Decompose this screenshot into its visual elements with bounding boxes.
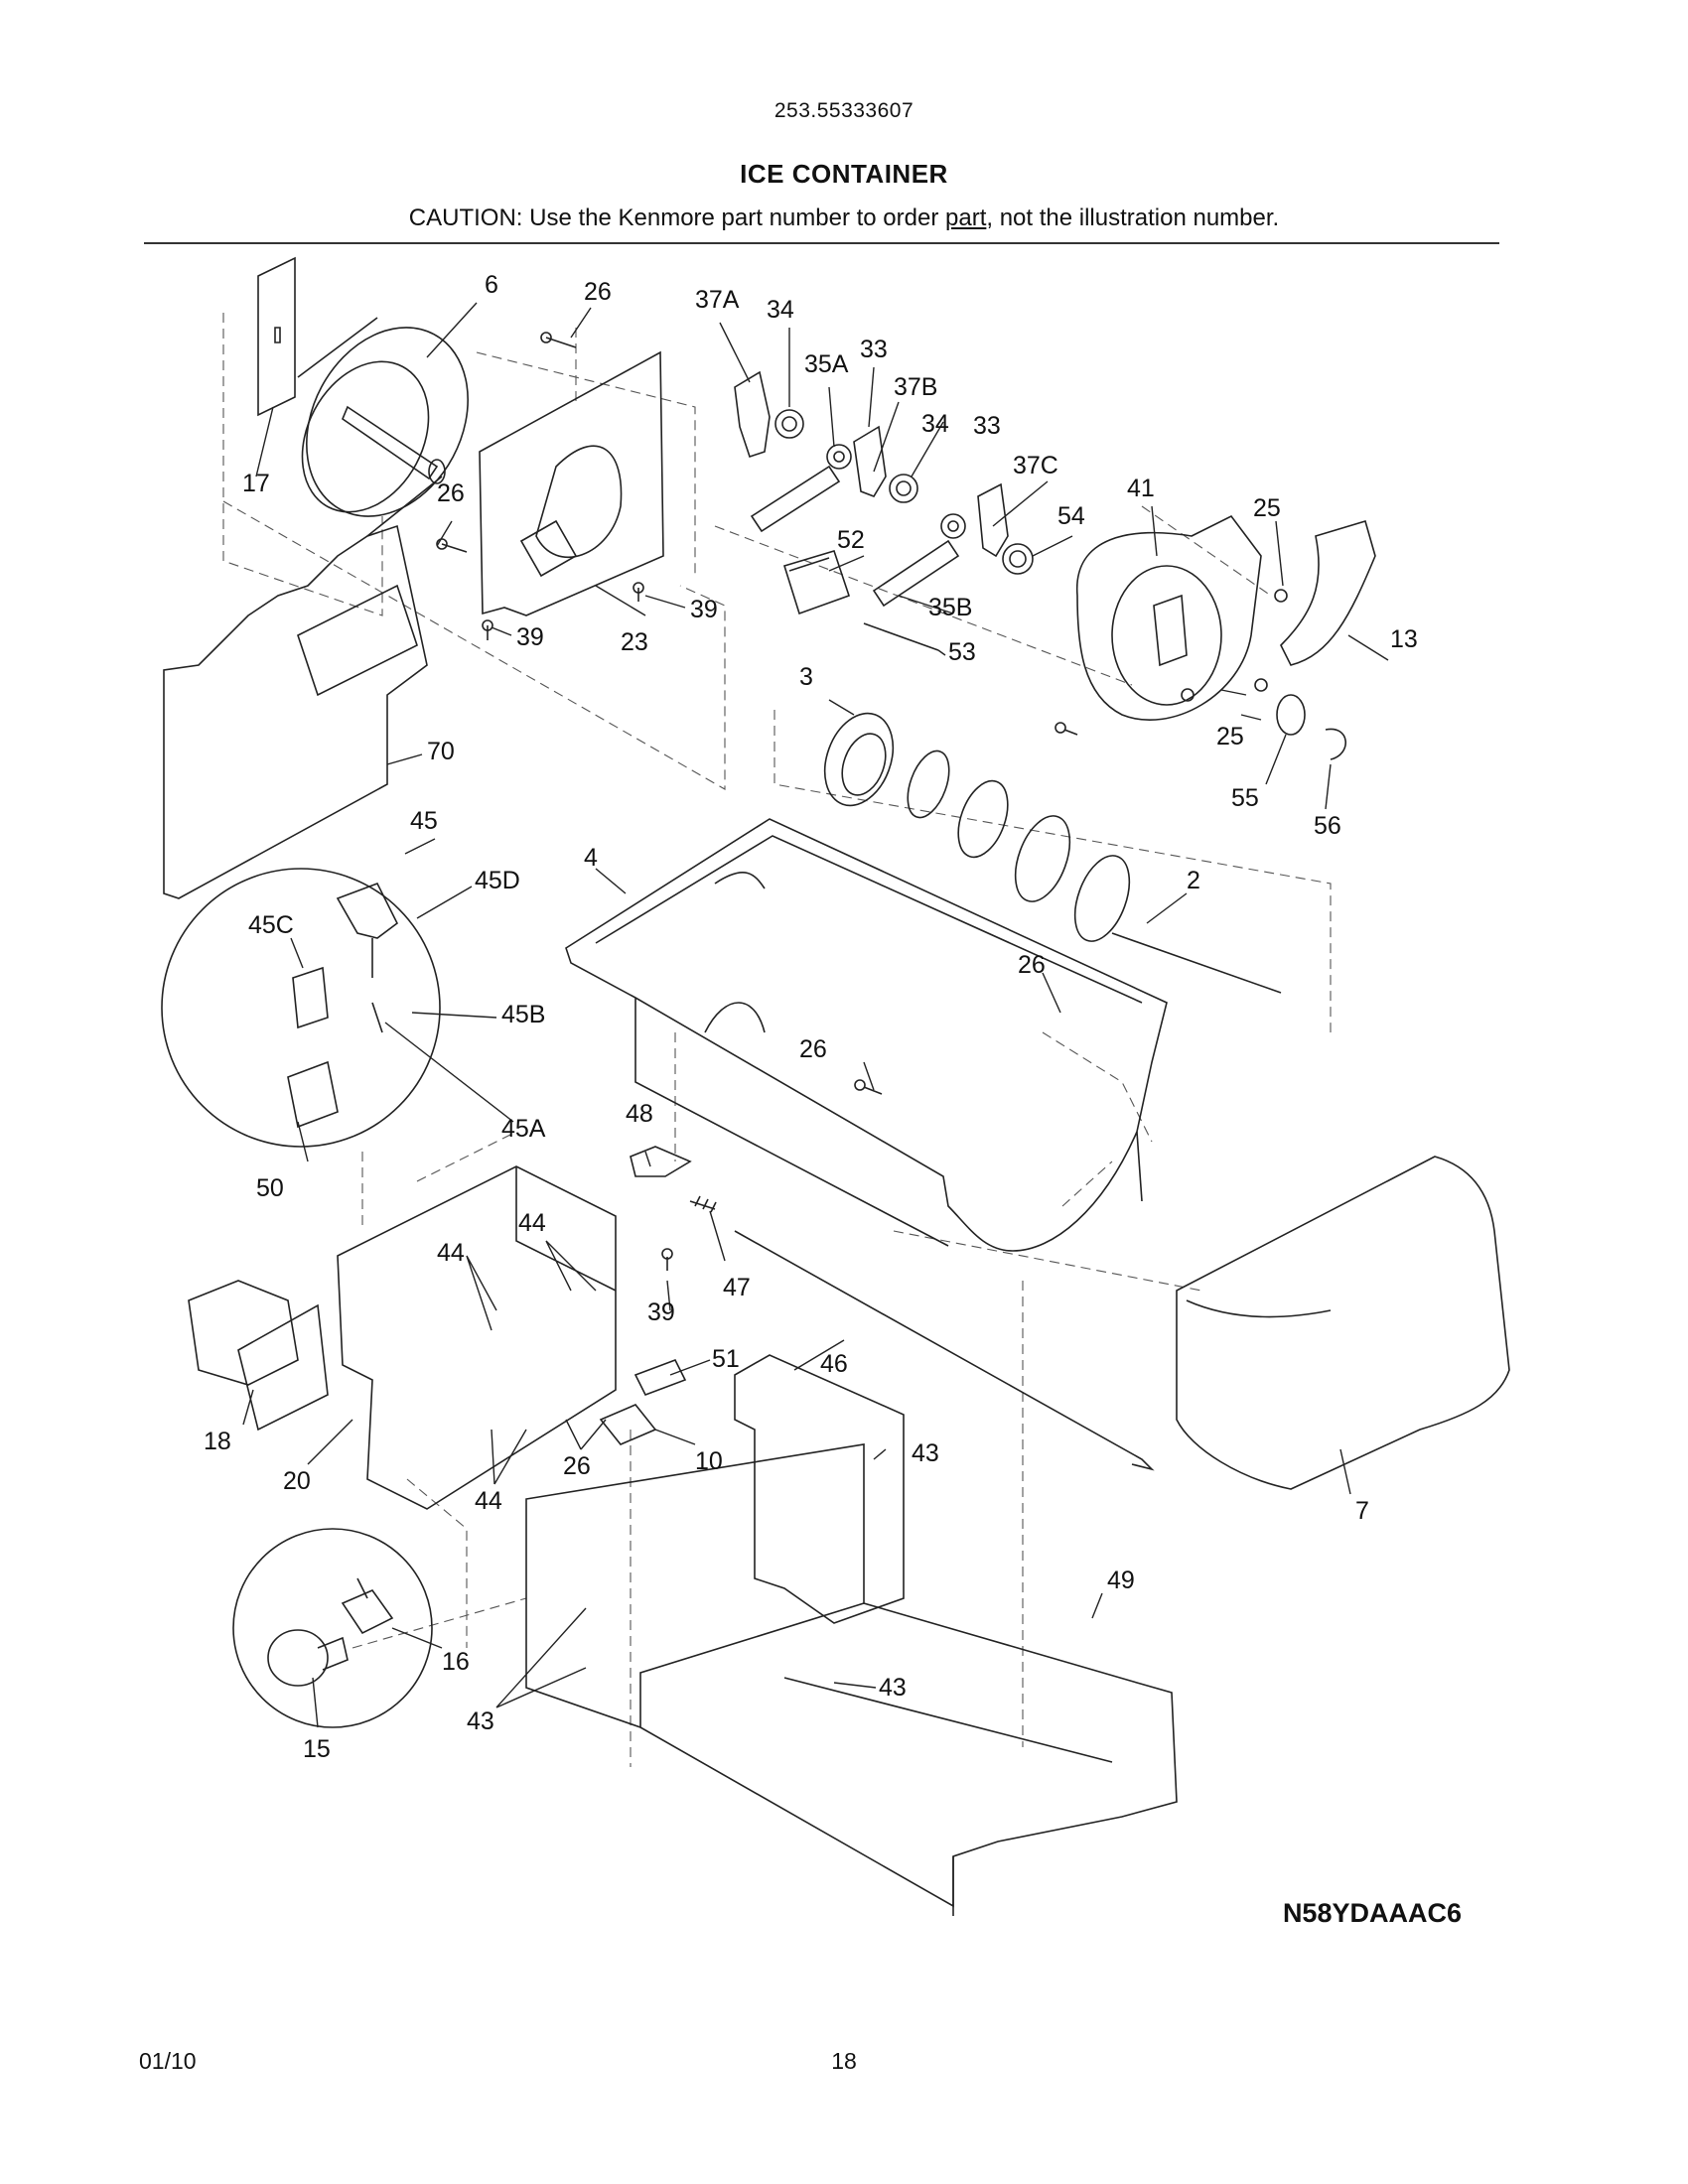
part-70-bracket	[163, 524, 428, 899]
callout-label: 39	[516, 623, 544, 651]
callout-label: 41	[1127, 475, 1155, 502]
part-55-washer	[1276, 694, 1306, 736]
part-23-mounting-plate	[479, 350, 664, 616]
callout-label: 43	[912, 1439, 939, 1467]
callout-label: 35B	[928, 594, 972, 621]
callout-label: 3	[799, 663, 813, 691]
callout-label: 23	[621, 628, 648, 656]
callout-label: 52	[837, 526, 865, 554]
diagram-code: N58YDAAAC6	[1282, 1898, 1462, 1928]
part-37-crusher-blades	[734, 370, 1034, 608]
callout-label: 26	[799, 1035, 827, 1063]
callout-label: 45	[410, 807, 438, 835]
callout-label: 25	[1253, 494, 1281, 522]
callout-label: 50	[256, 1174, 284, 1202]
part-6-auger-drum	[297, 317, 469, 537]
part-7-cover	[1176, 1156, 1510, 1490]
callout-label: 7	[1355, 1497, 1369, 1525]
part-4-ice-bin	[565, 818, 1168, 1252]
callout-label: 6	[485, 271, 498, 299]
caution-text-before: CAUTION: Use the Kenmore part number to …	[408, 205, 945, 231]
screws	[436, 332, 1288, 1271]
part-56-clip	[1325, 728, 1346, 760]
caution-text-after: , not the illustration number.	[986, 205, 1280, 231]
part-2-auger-spring	[907, 750, 1282, 994]
callout-label: 48	[626, 1100, 653, 1128]
callout-label: 49	[1107, 1567, 1135, 1594]
callout-label: 13	[1390, 625, 1418, 653]
detail-15-16-circle	[232, 1528, 433, 1728]
caution-underlined-word: part	[945, 205, 987, 231]
footer-date: 01/10	[139, 2048, 197, 2074]
callout-label: 39	[690, 596, 718, 623]
callout-label: 44	[518, 1209, 546, 1237]
part-43-bracket-plate	[734, 1354, 905, 1624]
callout-label: 20	[283, 1467, 311, 1495]
callout-label: 26	[437, 479, 465, 507]
footer-page-number: 18	[831, 2048, 857, 2074]
callout-label: 16	[442, 1648, 470, 1676]
callout-label: 34	[921, 410, 949, 438]
part-41-housing	[1076, 514, 1262, 721]
part-17-gasket	[257, 256, 296, 417]
part-20-motor-housing	[337, 1165, 617, 1510]
callout-label: 26	[1018, 951, 1046, 979]
callout-label: 46	[820, 1350, 848, 1378]
callout-label: 39	[647, 1298, 675, 1326]
callout-label: 44	[475, 1487, 502, 1515]
callout-label: 45C	[248, 911, 294, 939]
part-18-motor	[188, 1280, 329, 1432]
part-13-chute	[1280, 520, 1376, 666]
callout-label: 43	[879, 1674, 907, 1702]
part-48-bracket	[630, 1146, 692, 1177]
part-3-bearing	[823, 712, 895, 807]
callout-label: 43	[467, 1707, 494, 1735]
callout-label: 35A	[804, 350, 849, 378]
callout-label: 56	[1314, 812, 1341, 840]
leader-lines	[242, 302, 1389, 1728]
part-51-connector	[633, 1358, 687, 1397]
callout-label: 45B	[501, 1001, 545, 1028]
caution-note: CAUTION: Use the Kenmore part number to …	[0, 205, 1688, 232]
model-number: 253.55333607	[774, 99, 914, 122]
part-10-actuator	[599, 1404, 657, 1445]
callout-label: 45D	[475, 867, 520, 894]
header-divider	[144, 242, 1499, 244]
callout-label: 26	[584, 278, 612, 306]
assembly-guide-lines	[222, 313, 1332, 1767]
callout-label: 37C	[1013, 452, 1058, 479]
callout-label: 54	[1057, 502, 1085, 530]
callout-label: 44	[437, 1239, 465, 1267]
callout-label: 15	[303, 1735, 331, 1763]
callout-label: 18	[204, 1428, 231, 1455]
part-49-tray	[525, 1443, 1178, 1916]
callout-label: 26	[563, 1452, 591, 1480]
callout-label: 51	[712, 1345, 740, 1373]
callout-label: 17	[242, 470, 270, 497]
page-title: ICE CONTAINER	[740, 159, 948, 189]
part-52-block	[782, 550, 851, 615]
callout-label: 33	[973, 412, 1001, 440]
detail-45-circle	[161, 868, 441, 1148]
callout-label: 70	[427, 738, 455, 765]
part-47-spring	[689, 1195, 717, 1213]
callout-label: 37B	[894, 373, 937, 401]
callout-label: 10	[695, 1447, 723, 1475]
callout-label: 37A	[695, 286, 740, 314]
callout-label: 53	[948, 638, 976, 666]
callout-label: 45A	[501, 1115, 546, 1143]
callout-label: 25	[1216, 723, 1244, 751]
callout-label: 55	[1231, 784, 1259, 812]
part-46-rod	[734, 1230, 1155, 1471]
callout-label: 2	[1187, 867, 1200, 894]
callout-labels: 6 26 37A 34 35A 33 37B 34 33 37C 41 25 1…	[204, 271, 1418, 1763]
callout-label: 33	[860, 336, 888, 363]
callout-label: 4	[584, 844, 598, 872]
callout-label: 34	[767, 296, 794, 324]
callout-label: 47	[723, 1274, 751, 1301]
part-53-pin	[863, 622, 939, 651]
